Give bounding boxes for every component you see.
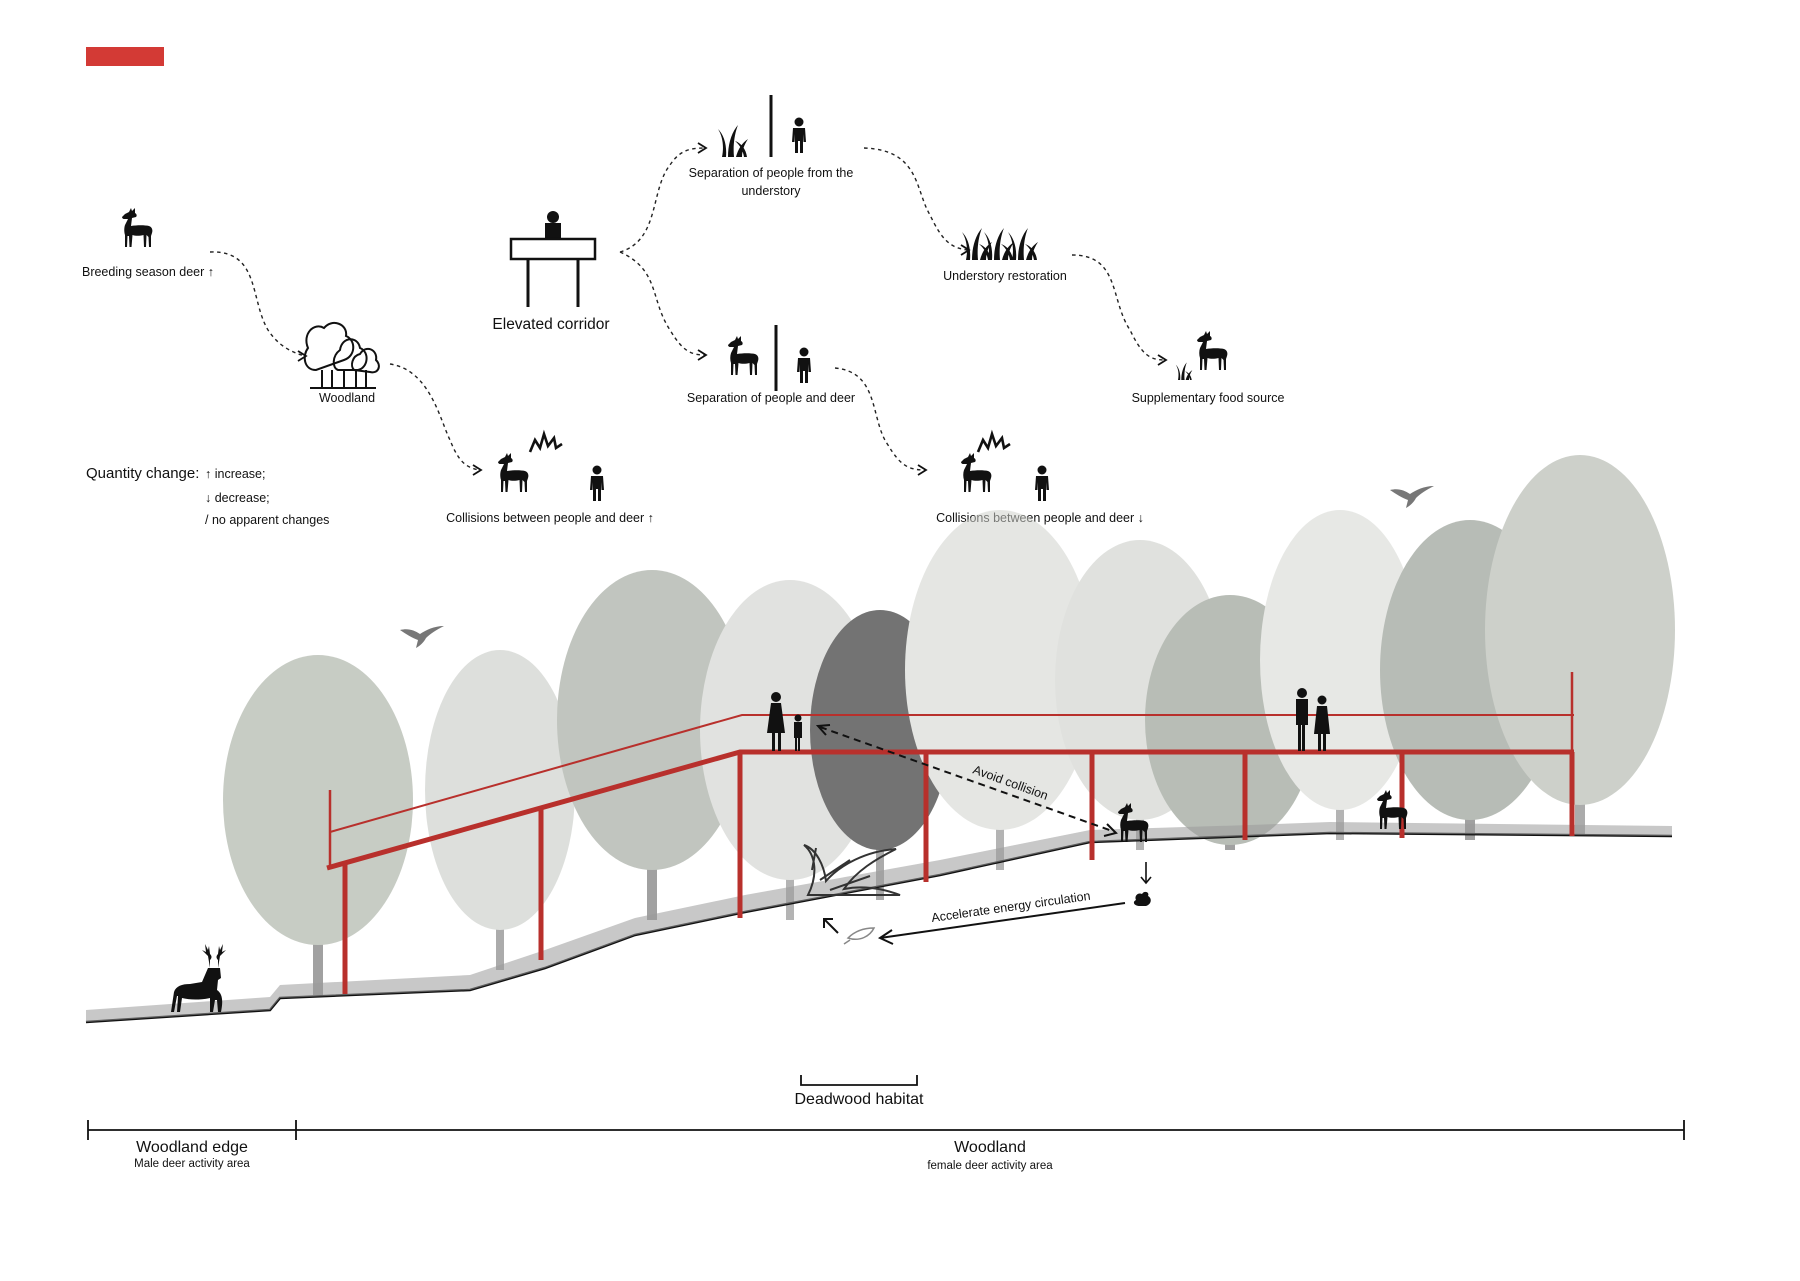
person-icon: [590, 465, 604, 501]
label-supplementary: Supplementary food source: [1132, 391, 1285, 405]
deer-icon: [1197, 331, 1228, 370]
legend-decrease: ↓ decrease;: [205, 491, 270, 505]
stag-icon: [171, 944, 226, 1012]
energy-arrow: [877, 902, 1126, 945]
people-on-corridor: [767, 688, 1330, 751]
person-icon: [792, 117, 806, 153]
burst-icon: [528, 432, 564, 454]
label-sep-deer: Separation of people and deer: [687, 391, 855, 405]
zone-ruler: [87, 1120, 1685, 1140]
grass-icon: [962, 228, 1038, 260]
label-sep-understory-2: understory: [741, 184, 801, 198]
grass-icon: [718, 125, 748, 157]
corridor-icon: [509, 211, 597, 307]
avoid-collision-arrow: [815, 724, 1118, 837]
legend-increase: ↑ increase;: [205, 467, 265, 481]
label-edge-title: Woodland edge: [136, 1139, 248, 1156]
label-corridor: Elevated corridor: [492, 316, 609, 333]
legend-no-change: / no apparent changes: [205, 513, 329, 527]
deadwood-bracket: [800, 1075, 918, 1086]
accent-bar: [86, 47, 164, 66]
legend-title: Quantity change:: [86, 465, 199, 482]
burst-icon: [976, 432, 1012, 454]
person-icon: [1035, 465, 1049, 501]
arrow-small: [823, 918, 839, 934]
label-wood-sub: female deer activity area: [927, 1160, 1053, 1172]
label-understory: Understory restoration: [943, 269, 1067, 283]
label-collisions-up: Collisions between people and deer ↑: [446, 511, 654, 525]
deer-icon: [961, 453, 992, 492]
deadwood-icon: [803, 844, 901, 896]
arrow-down: [1140, 862, 1152, 885]
deer-icon: [728, 336, 759, 375]
flow-arrows: [209, 142, 1168, 476]
dropping-icon: [1133, 891, 1151, 906]
label-breeding: Breeding season deer ↑: [82, 265, 214, 279]
person-icon: [797, 347, 811, 383]
leaf-icon: [843, 927, 876, 945]
bird-icon: [1390, 486, 1434, 508]
trees-icon: [303, 321, 380, 389]
grass-icon: [1175, 362, 1193, 380]
label-woodland: Woodland: [319, 391, 375, 405]
label-edge-sub: Male deer activity area: [134, 1158, 250, 1170]
grass-strip: [86, 822, 1672, 1022]
label-sep-understory-1: Separation of people from the: [689, 166, 854, 180]
deer-icon: [498, 453, 529, 492]
label-deadwood: Deadwood habitat: [795, 1091, 925, 1108]
bird-icon: [400, 626, 444, 648]
deer-icon: [122, 208, 153, 247]
label-wood-title: Woodland: [954, 1139, 1026, 1156]
